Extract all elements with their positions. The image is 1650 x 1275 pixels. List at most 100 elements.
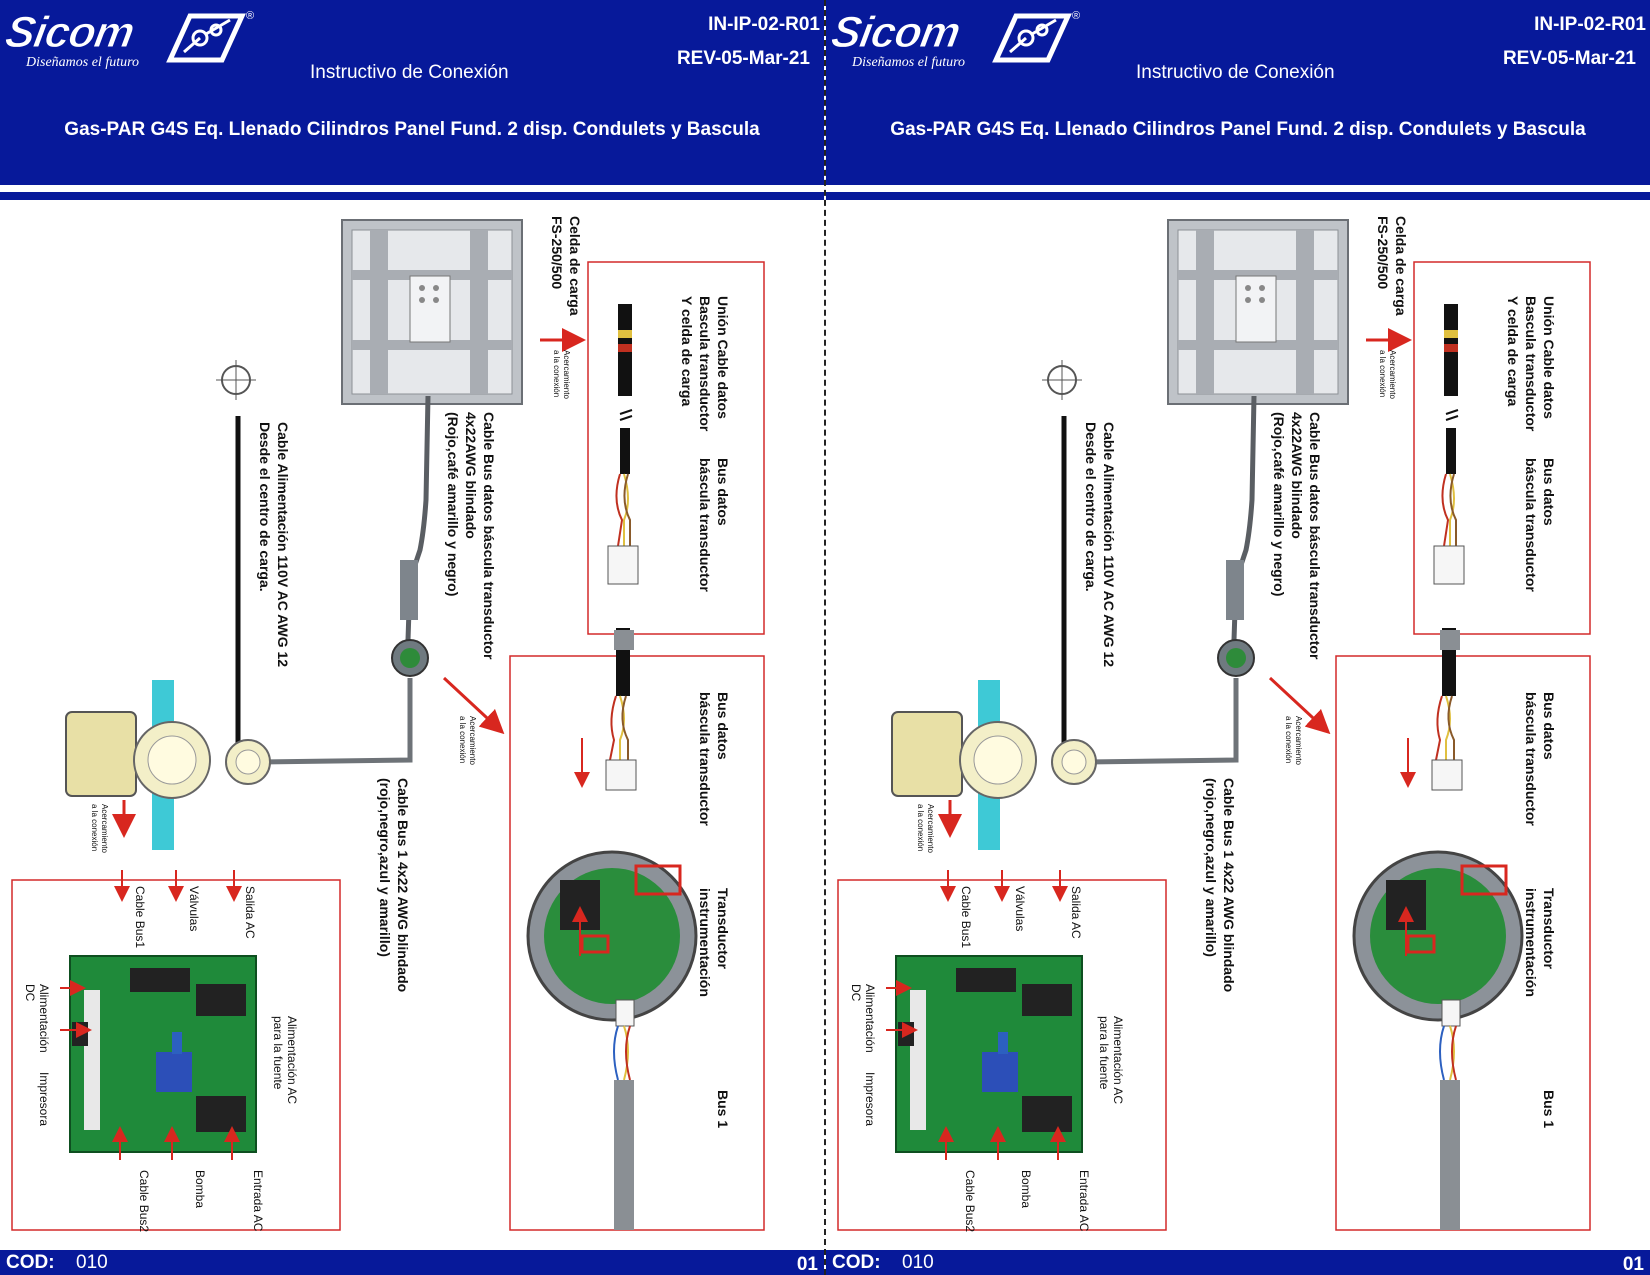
logo-mark-icon [166, 13, 246, 63]
label-salida-ac: Salida AC [1069, 886, 1083, 939]
union-detail-drawing [1433, 304, 1465, 585]
label-union-1: Unión Cable datos [1541, 296, 1557, 419]
label-acerc-2a: Acercamiento [1294, 716, 1303, 765]
slogan: Diseñamos el futuro [852, 55, 966, 70]
cable-gland [400, 560, 418, 620]
document-subtitle: Gas-PAR G4S Eq. Llenado Cilindros Panel … [890, 119, 1586, 140]
label-bus-datos-mid-2: báscula transductor [697, 692, 713, 826]
label-bus-datos-mid-1: Bus datos [1541, 692, 1557, 760]
label-cable-bus-datos-2: 4x22AWG blindado [1289, 412, 1305, 539]
label-impresora: Impresora [37, 1072, 51, 1126]
load-cell-platform [341, 219, 523, 405]
footer-bar [0, 1250, 824, 1275]
page-number: 01 [1622, 1254, 1644, 1275]
union-detail-drawing [607, 304, 639, 585]
label-transductor-2: instrumentación [697, 888, 713, 997]
cable-load-cell [405, 395, 431, 641]
label-bus-datos-top-2: báscula transductor [697, 458, 713, 592]
label-cable-bus1-2: (rojo,negro,azul y amarillo) [377, 778, 393, 957]
frame-union-detail [587, 261, 765, 635]
label-transductor-1: Transductor [1541, 888, 1557, 969]
label-alim-ac-1: Alimentación AC [285, 1016, 299, 1104]
label-bus-datos-top-1: Bus datos [715, 458, 731, 526]
arrow-to-transductor [1268, 676, 1331, 735]
label-cable-bus-datos-1: Cable Bus datos báscula transductor [481, 412, 497, 660]
connection-diagram: Celda de carga FS-250/500 Unión Cable da… [11, 216, 765, 1232]
cod-value: 010 [76, 1252, 108, 1273]
label-union-1: Unión Cable datos [715, 296, 731, 419]
label-bus1: Bus 1 [715, 1090, 731, 1128]
registered-mark: ® [246, 10, 255, 22]
label-acerc-2b: a la conexión [1284, 716, 1293, 763]
page-number: 01 [796, 1254, 818, 1275]
label-celda-2: FS-250/500 [549, 216, 565, 289]
label-cable-bus-datos-3: (Rojo,café amarillo y negro) [445, 412, 461, 596]
header-bar [826, 0, 1650, 185]
footer-bar [826, 1250, 1650, 1275]
label-impresora: Impresora [863, 1072, 877, 1126]
document-subtitle: Gas-PAR G4S Eq. Llenado Cilindros Panel … [64, 119, 760, 140]
load-cell-platform [1167, 219, 1349, 405]
dispenser-assembly [891, 680, 1097, 850]
logo-mark-icon [992, 13, 1072, 63]
label-alim-ac-2: para la fuente [271, 1016, 285, 1090]
label-alim-dc-2: DC [23, 984, 37, 1002]
label-valvulas: Válvulas [1013, 886, 1027, 931]
page-left: Sicom ® Diseñamos el futuro IN-IP-02-R01… [0, 0, 824, 1275]
label-alim-ac-1: Alimentación AC [1111, 1016, 1125, 1104]
dispenser-assembly [65, 680, 271, 850]
cod-label: COD: [6, 1252, 55, 1273]
cable-gland [1226, 560, 1244, 620]
label-alim-dc-1: Alimentación [863, 984, 877, 1053]
arrow-to-transductor [442, 676, 505, 735]
label-cable-alim-2: Desde el centro de carga. [1083, 422, 1099, 592]
label-salida-ac: Salida AC [243, 886, 257, 939]
slogan: Diseñamos el futuro [26, 55, 140, 70]
label-bomba: Bomba [193, 1170, 207, 1208]
page-divider [824, 0, 826, 1275]
label-cable-alim-1: Cable Alimentación 110V AC AWG 12 [1101, 422, 1117, 667]
label-acerc-2a: Acercamiento [468, 716, 477, 765]
label-celda-2: FS-250/500 [1375, 216, 1391, 289]
label-cable-bus-datos-1: Cable Bus datos báscula transductor [1307, 412, 1323, 660]
label-celda-1: Celda de carga [1393, 216, 1409, 316]
label-cable-bus1-pcb: Cable Bus1 [133, 886, 147, 948]
label-acerc-3b: a la conexión [916, 804, 925, 851]
document-code: IN-IP-02-R01 [708, 14, 820, 35]
label-transductor-1: Transductor [715, 888, 731, 969]
connection-diagram: Celda de carga FS-250/500 Unión Cable da… [837, 216, 1591, 1232]
label-entrada-ac: Entrada AC [1077, 1170, 1091, 1232]
label-valvulas: Válvulas [187, 886, 201, 931]
label-acerc-3a: Acercamiento [100, 804, 109, 853]
power-cable [1042, 360, 1082, 748]
label-acerc-2b: a la conexión [458, 716, 467, 763]
label-bus-datos-mid-2: báscula transductor [1523, 692, 1539, 826]
label-cable-bus1-2: (rojo,negro,azul y amarillo) [1203, 778, 1219, 957]
label-union-2: Bascula transductor [697, 296, 713, 432]
page-right: Sicom ® Diseñamos el futuro IN-IP-02-R01… [826, 0, 1650, 1275]
registered-mark: ® [1072, 10, 1081, 22]
label-transductor-2: instrumentación [1523, 888, 1539, 997]
label-acerc-1a: Acercamiento [562, 350, 571, 399]
cable-bus1 [259, 678, 413, 765]
label-acerc-1b: a la conexión [552, 350, 561, 397]
label-union-3: Y celda de carga [1505, 296, 1521, 406]
label-union-3: Y celda de carga [679, 296, 695, 406]
label-cable-bus1-pcb: Cable Bus1 [959, 886, 973, 948]
brand-logo-text: Sicom [1, 8, 138, 58]
cable-bus1 [1085, 678, 1239, 765]
label-union-2: Bascula transductor [1523, 296, 1539, 432]
label-acerc-3b: a la conexión [90, 804, 99, 851]
label-acerc-1b: a la conexión [1378, 350, 1387, 397]
label-bus-datos-top-1: Bus datos [1541, 458, 1557, 526]
document-revision: REV-05-Mar-21 [676, 48, 810, 69]
label-bus-datos-top-2: báscula transductor [1523, 458, 1539, 592]
label-alim-dc-1: Alimentación [37, 984, 51, 1053]
cod-value: 010 [902, 1252, 934, 1273]
frame-transductor-detail [509, 655, 765, 1231]
label-cable-bus-datos-2: 4x22AWG blindado [463, 412, 479, 539]
document-revision: REV-05-Mar-21 [1502, 48, 1636, 69]
label-bomba: Bomba [1019, 1170, 1033, 1208]
document-title: Instructivo de Conexión [310, 62, 509, 83]
transductor-detail-drawing [526, 628, 698, 1230]
